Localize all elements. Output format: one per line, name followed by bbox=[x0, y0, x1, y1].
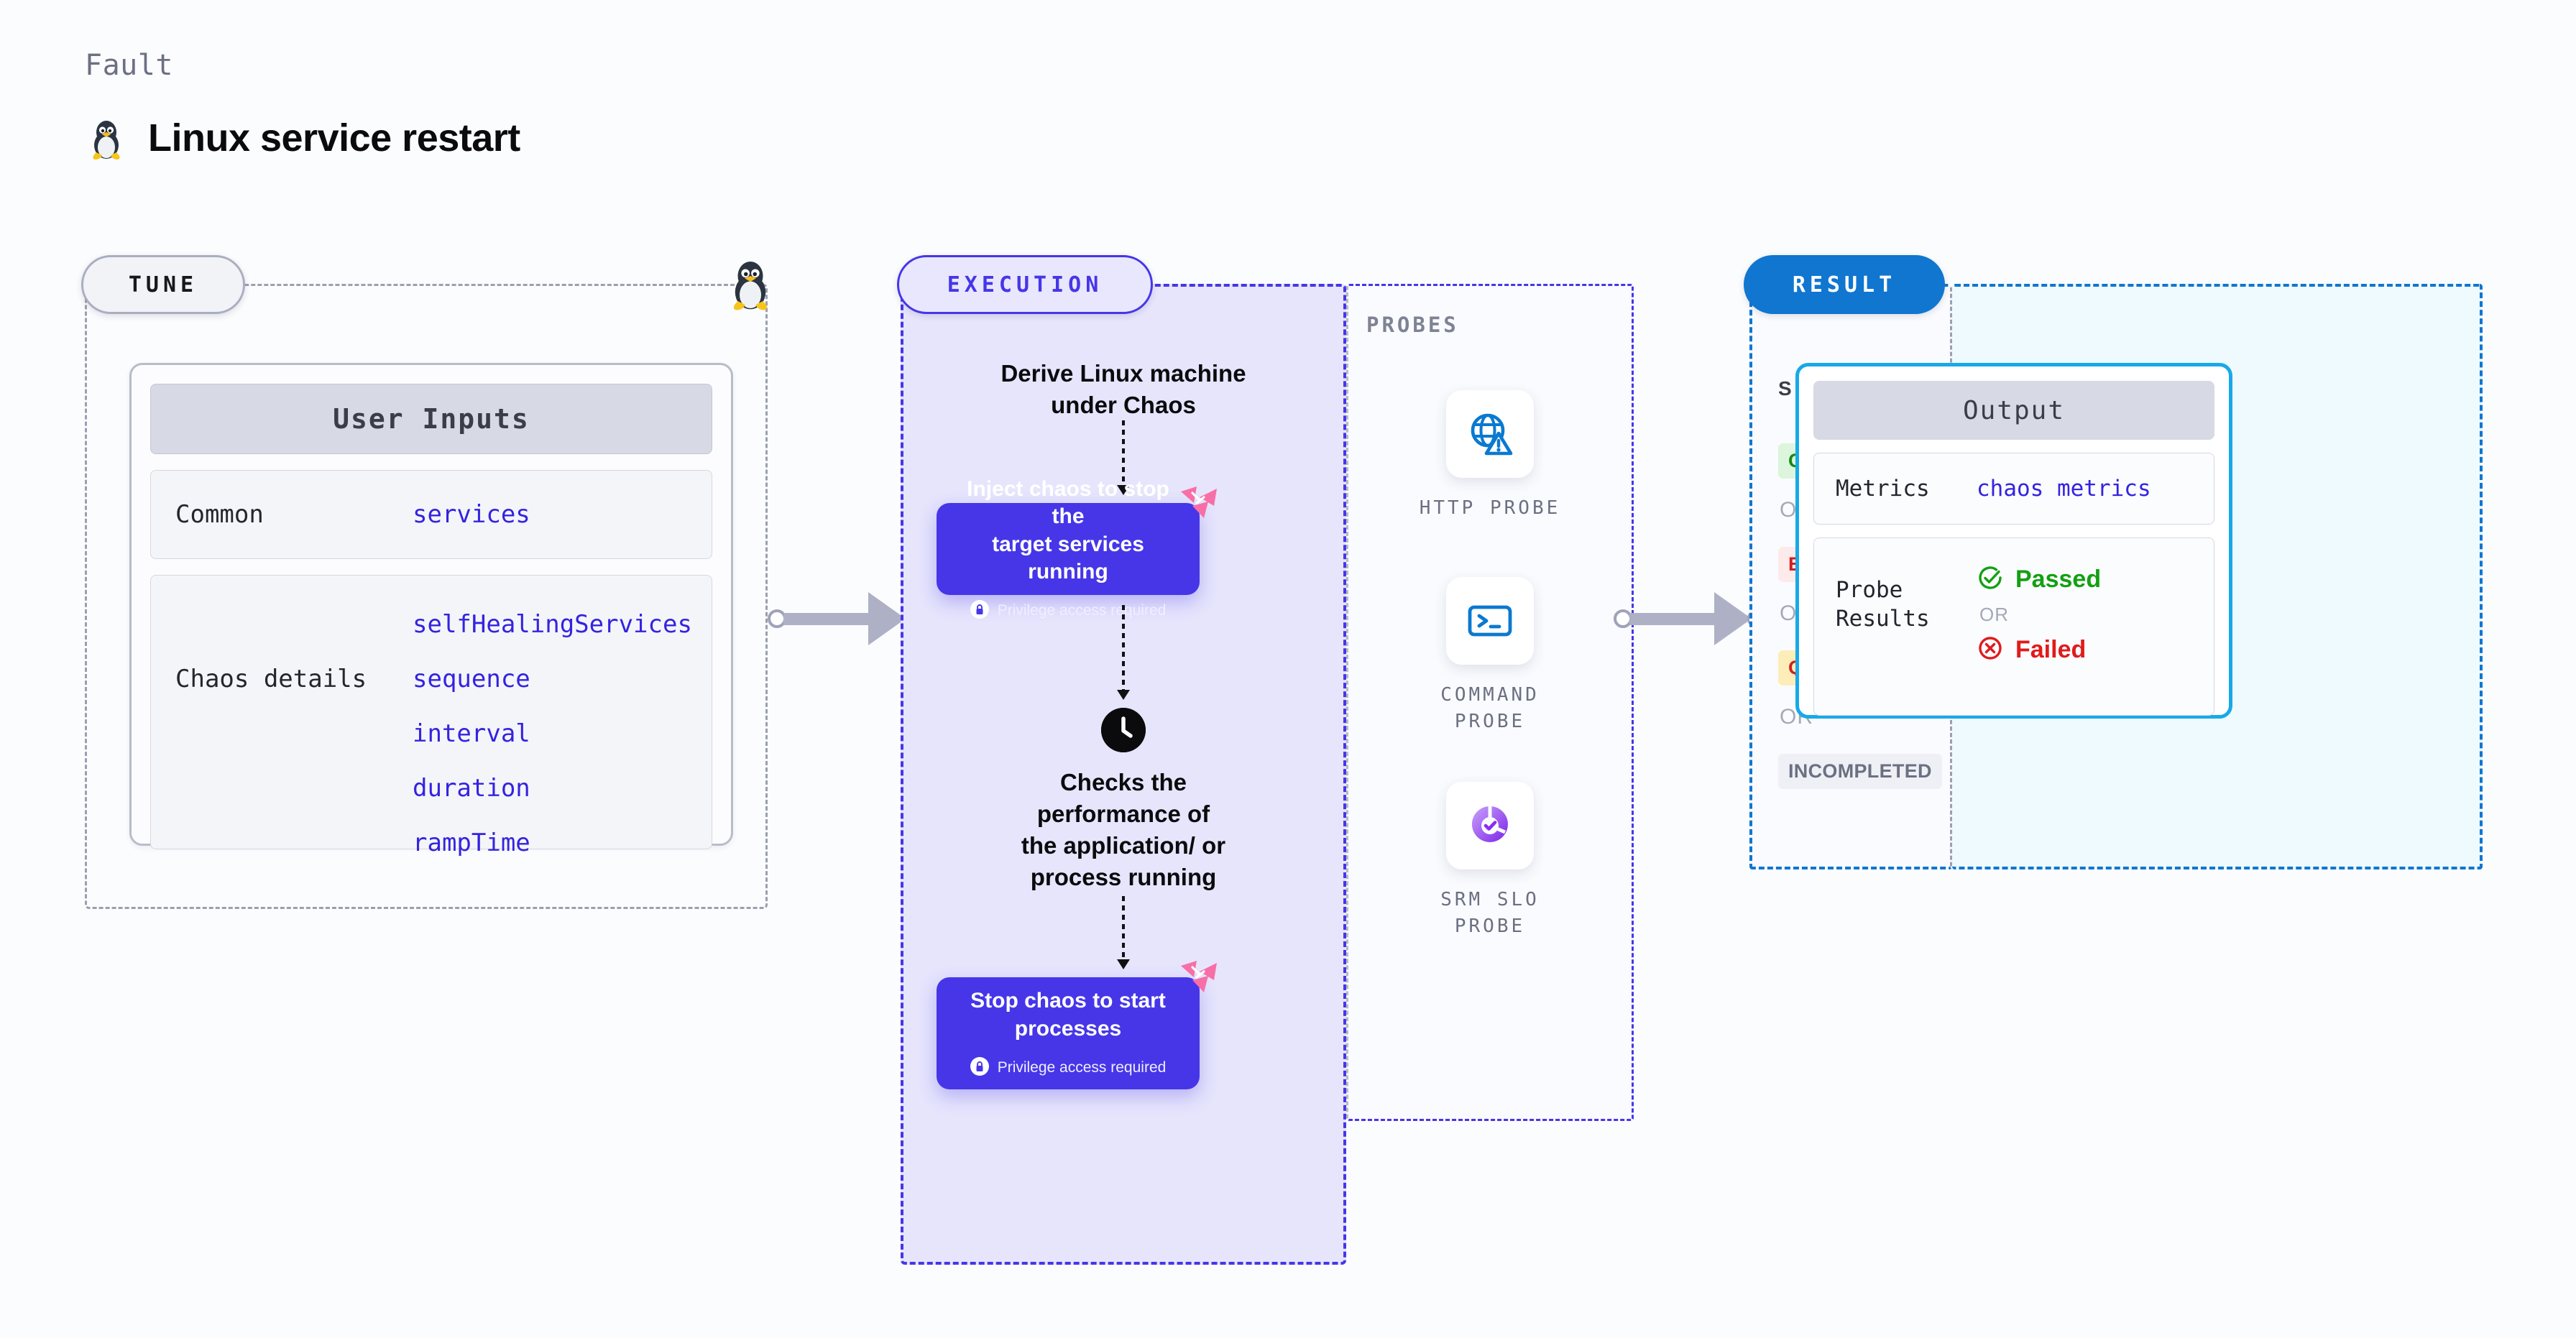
terminal-icon bbox=[1446, 577, 1534, 665]
input-row-values: services bbox=[413, 500, 530, 529]
input-value-ramptime[interactable]: rampTime bbox=[413, 829, 530, 857]
connector-execution-to-result bbox=[1614, 592, 1766, 645]
probe-label: SRM SLO PROBE bbox=[1440, 889, 1540, 937]
user-inputs-card: User Inputs Common services Chaos detail… bbox=[129, 363, 733, 857]
check-circle-icon bbox=[1977, 564, 2004, 595]
tune-stage-pill[interactable]: TUNE bbox=[81, 255, 245, 314]
probes-section-title: PROBES bbox=[1366, 313, 1459, 337]
execution-stage: EXECUTION PROBES Derive Linux machine un… bbox=[897, 255, 1634, 1265]
result-stage-pill[interactable]: RESULT bbox=[1744, 255, 1945, 314]
output-row-metrics: Metrics chaos metrics bbox=[1813, 453, 2214, 525]
input-value-sequence[interactable]: sequence bbox=[413, 665, 530, 693]
output-probe-label: Probe Results bbox=[1836, 577, 1930, 632]
fault-kicker-label: Fault bbox=[85, 49, 173, 82]
execution-node-inject-chaos[interactable]: Inject chaos to stop the target services… bbox=[937, 477, 1217, 619]
execution-node-stop-chaos[interactable]: Stop chaos to start processes Privilege … bbox=[937, 961, 1217, 1089]
probe-label: COMMAND PROBE bbox=[1440, 684, 1540, 732]
execution-step-checks-text: Checks the performance of the applicatio… bbox=[1021, 769, 1226, 890]
tux-penguin-icon bbox=[86, 115, 126, 161]
clock-icon bbox=[1101, 708, 1146, 752]
input-row-label: Common bbox=[175, 500, 264, 529]
output-card: Output Metrics chaos metrics Probe Resul… bbox=[1795, 363, 2232, 719]
user-inputs-heading: User Inputs bbox=[150, 384, 712, 454]
output-metrics-label: Metrics bbox=[1836, 475, 1930, 502]
input-row-label: Chaos details bbox=[175, 665, 367, 693]
probe-item-command[interactable]: COMMAND PROBE bbox=[1346, 577, 1634, 735]
srm-slo-donut-icon bbox=[1446, 782, 1534, 869]
privilege-label: Privilege access required bbox=[997, 1059, 1167, 1076]
status-badge-incompleted: INCOMPLETED bbox=[1778, 754, 1942, 789]
probe-item-http[interactable]: HTTP PROBE bbox=[1346, 390, 1634, 522]
input-row-chaos-details: Chaos details selfHealingServices sequen… bbox=[150, 575, 712, 857]
execution-stage-pill[interactable]: EXECUTION bbox=[897, 255, 1153, 314]
probe-result-values: Passed OR Failed bbox=[1977, 564, 2101, 715]
probe-label: HTTP PROBE bbox=[1419, 497, 1561, 519]
probe-passed-label: Passed bbox=[2015, 566, 2102, 593]
flow-arrow-2 bbox=[1117, 605, 1130, 700]
connector-tune-to-execution bbox=[768, 592, 920, 645]
input-value-selfhealingservices[interactable]: selfHealingServices bbox=[413, 610, 692, 639]
page-title: Linux service restart bbox=[148, 116, 520, 160]
node-title: Stop chaos to start processes bbox=[970, 989, 1166, 1041]
privilege-label: Privilege access required bbox=[997, 602, 1167, 619]
input-value-services[interactable]: services bbox=[413, 500, 530, 529]
harness-logo-icon bbox=[1178, 959, 1220, 1001]
x-circle-icon bbox=[1977, 635, 2004, 665]
execution-step-derive-text: Derive Linux machine under Chaos bbox=[1000, 360, 1246, 418]
connector-arrowhead bbox=[1714, 592, 1752, 645]
flow-arrow-3 bbox=[1117, 896, 1130, 969]
lock-icon bbox=[970, 1056, 989, 1079]
harness-logo-icon bbox=[1178, 484, 1220, 527]
globe-warning-icon bbox=[1446, 390, 1534, 478]
output-metrics-value[interactable]: chaos metrics bbox=[1977, 476, 2151, 502]
probe-result-failed: Failed bbox=[1977, 635, 2101, 665]
output-heading: Output bbox=[1813, 381, 2214, 440]
tux-penguin-icon bbox=[725, 254, 776, 312]
privilege-notice: Privilege access required bbox=[970, 599, 1167, 622]
connector-shaft bbox=[1629, 612, 1714, 625]
input-row-values: selfHealingServices sequence interval du… bbox=[413, 610, 692, 857]
input-value-duration[interactable]: duration bbox=[413, 774, 530, 803]
connector-shaft bbox=[783, 612, 868, 625]
output-row-probe-results: Probe Results Passed OR bbox=[1813, 537, 2214, 716]
probe-result-passed: Passed bbox=[1977, 564, 2101, 595]
input-row-common: Common services bbox=[150, 470, 712, 559]
privilege-notice: Privilege access required bbox=[970, 1056, 1167, 1079]
tune-stage: TUNE User Inputs Common services bbox=[81, 255, 768, 909]
lock-icon bbox=[970, 599, 989, 622]
page-title-row: Linux service restart bbox=[86, 115, 520, 161]
probe-failed-label: Failed bbox=[2015, 636, 2087, 663]
flow-arrow-1 bbox=[1117, 420, 1130, 495]
probe-item-srm-slo[interactable]: SRM SLO PROBE bbox=[1346, 782, 1634, 940]
connector-arrowhead bbox=[868, 592, 906, 645]
input-value-interval[interactable]: interval bbox=[413, 719, 530, 748]
result-stage: RESULT STATUS COMPLETED OR ERRORED OR QU… bbox=[1744, 255, 2483, 869]
node-title: Inject chaos to stop the target services… bbox=[967, 477, 1169, 583]
probe-result-or: OR bbox=[1979, 604, 2009, 625]
